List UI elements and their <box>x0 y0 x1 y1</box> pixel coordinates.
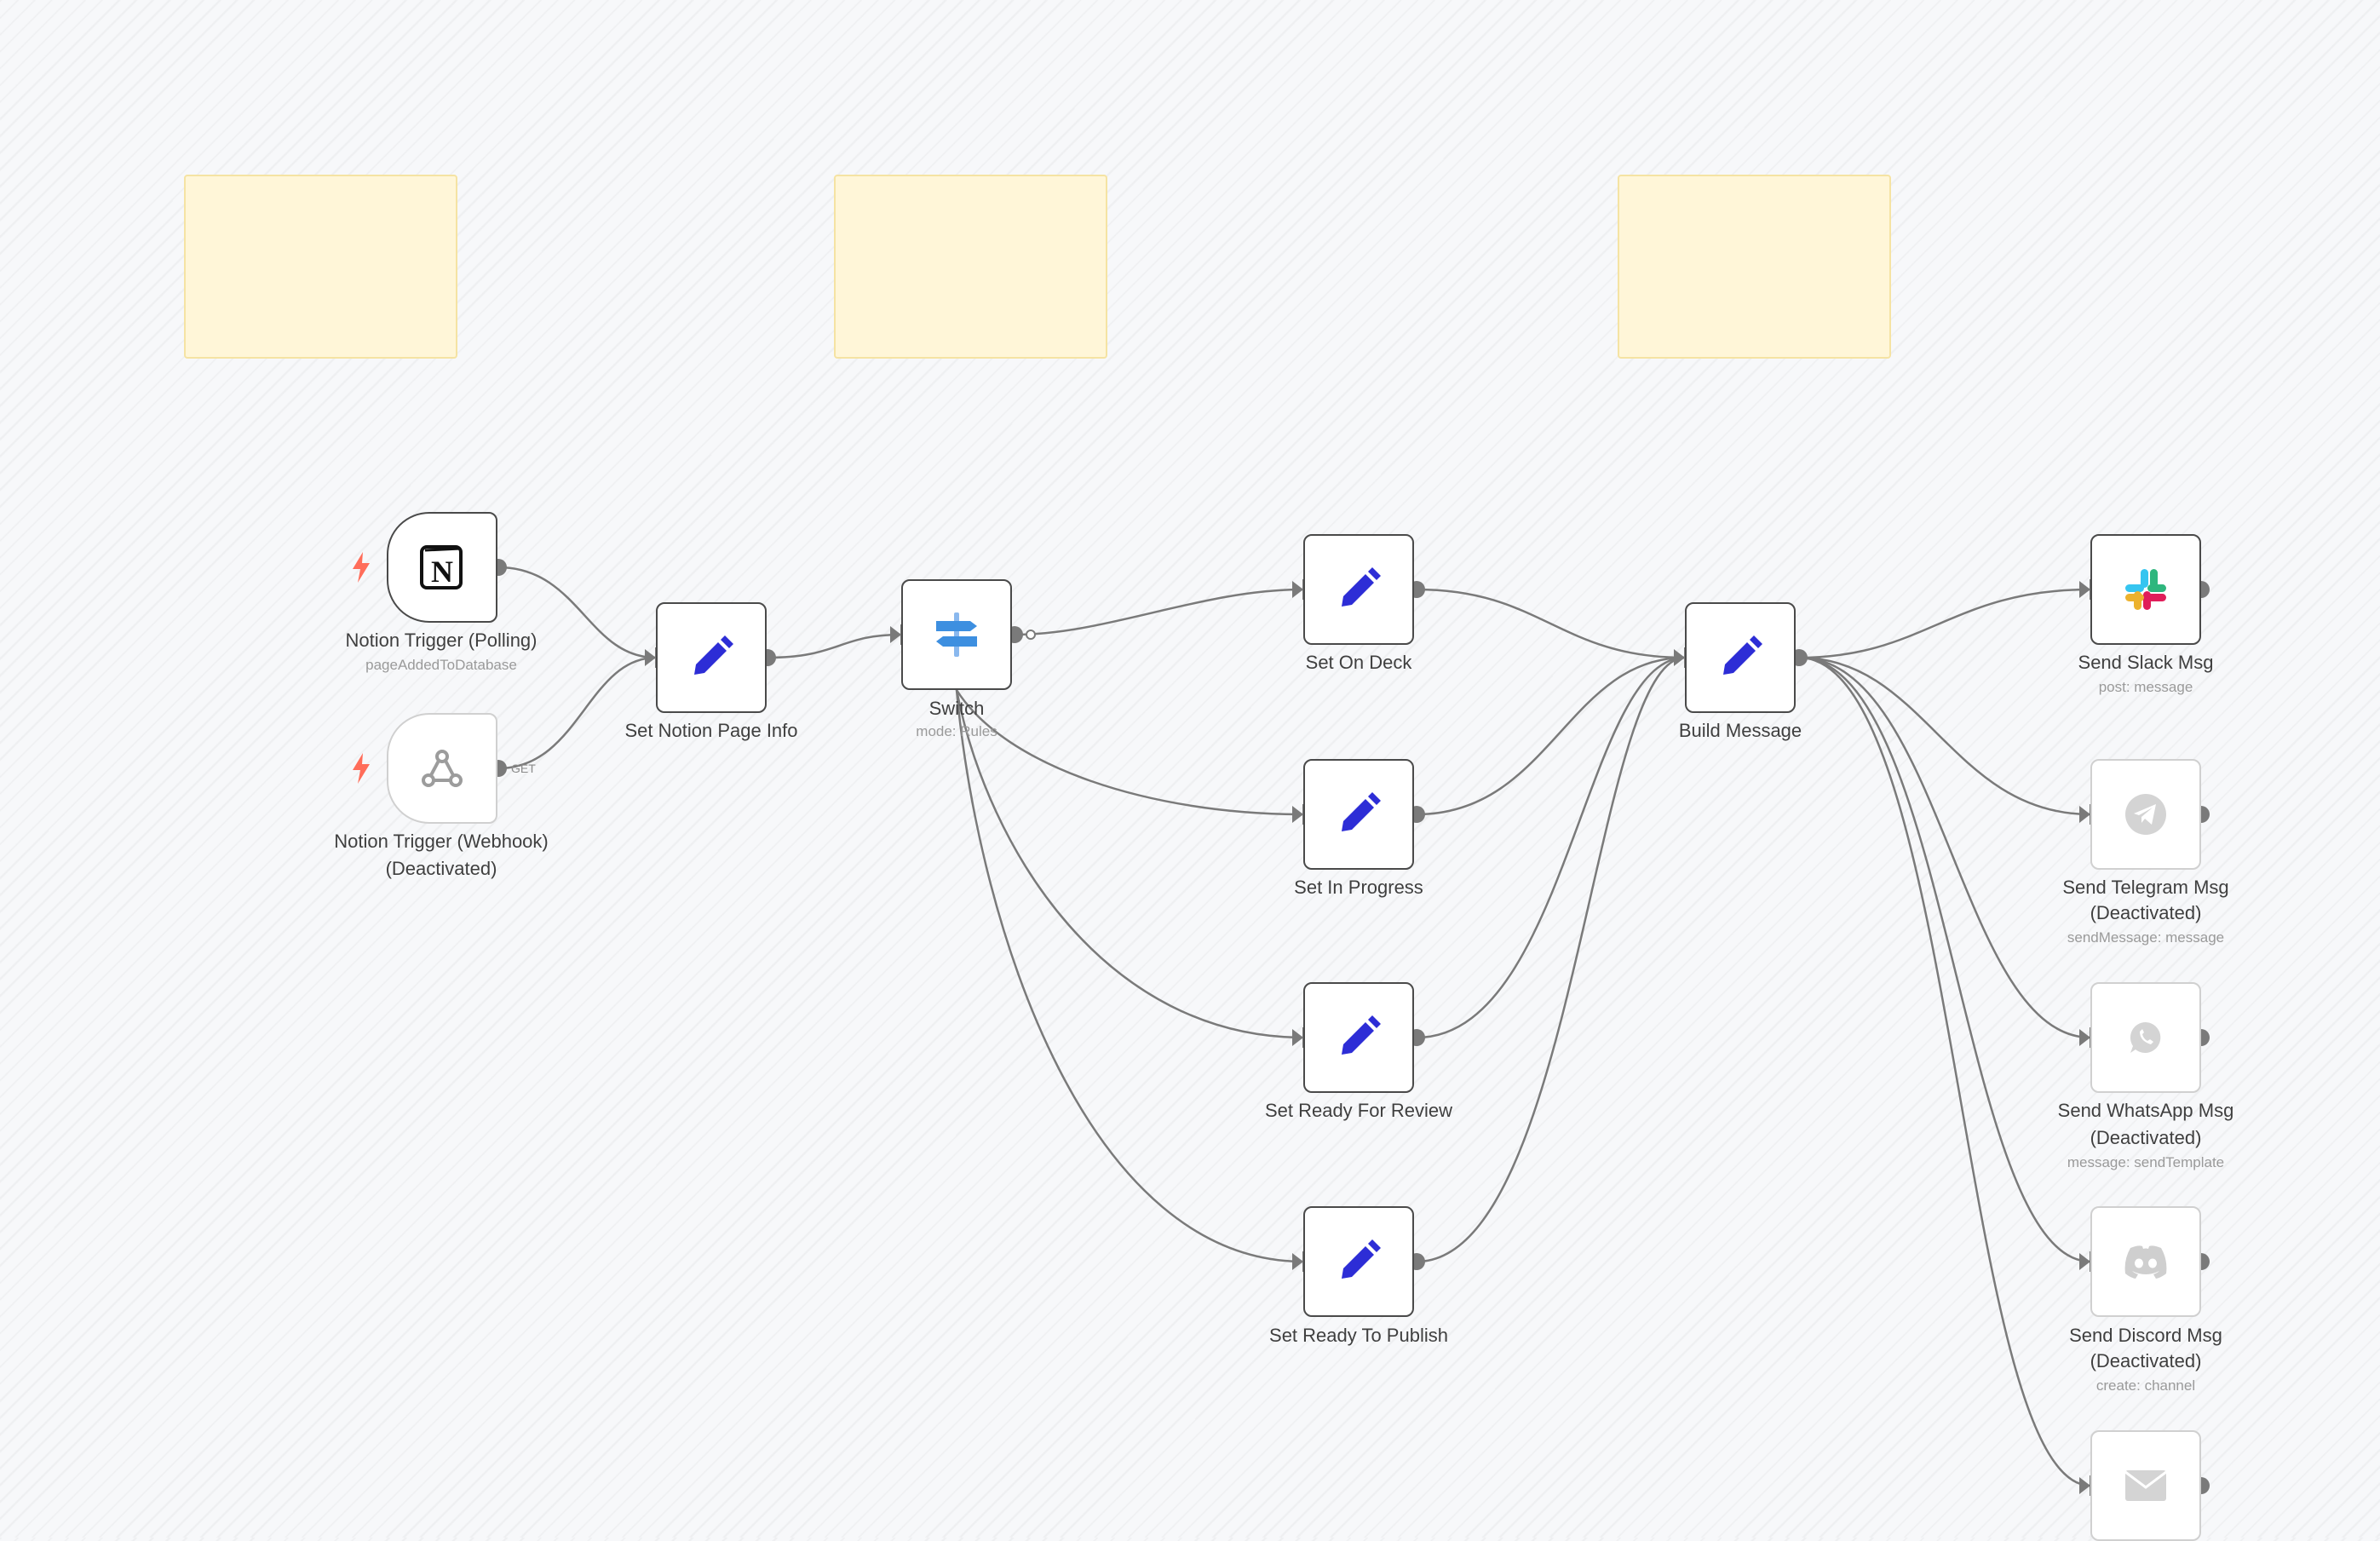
sticky-note[interactable] <box>834 175 1107 359</box>
node-label: Set On Deck <box>1305 652 1412 673</box>
node-subtitle: mode: Rules <box>916 723 997 739</box>
connection-edge[interactable] <box>1798 656 2091 1487</box>
sticky-note[interactable] <box>1618 175 1891 359</box>
node-label: Send Slack Msg <box>2078 652 2214 673</box>
input-handle[interactable] <box>645 649 656 666</box>
node-send-discord-msg[interactable] <box>2090 1206 2201 1317</box>
node-label: Switch <box>928 698 985 719</box>
input-handle[interactable] <box>2079 1253 2090 1270</box>
email-icon <box>2116 1456 2176 1515</box>
pencil-icon <box>681 628 741 687</box>
node-set-in-progress[interactable] <box>1303 759 1414 870</box>
node-switch[interactable] <box>901 579 1012 690</box>
node-label: Send Discord Msg <box>2069 1325 2222 1346</box>
pencil-icon <box>1710 628 1770 687</box>
connection-edge[interactable] <box>497 566 657 659</box>
pencil-icon <box>1329 1232 1388 1291</box>
node-send-telegram-msg[interactable] <box>2090 759 2201 870</box>
connection-edge[interactable] <box>1798 656 2091 1263</box>
webhook-icon <box>412 739 472 798</box>
node-label: (Deactivated) <box>2090 1127 2202 1148</box>
node-label: Set Ready To Publish <box>1269 1325 1448 1346</box>
node-set-ready-to-publish[interactable] <box>1303 1206 1414 1317</box>
connection-edge[interactable] <box>955 689 1304 816</box>
node-set-notion-page-info[interactable] <box>656 602 767 713</box>
sticky-note[interactable] <box>184 175 457 359</box>
trigger-bolt-icon <box>353 552 370 583</box>
telegram-icon <box>2116 785 2176 844</box>
connection-edge[interactable] <box>767 633 902 659</box>
connection-edge[interactable] <box>1798 656 2091 816</box>
node-notion-trigger-webhook[interactable] <box>387 713 497 824</box>
input-handle[interactable] <box>890 626 901 643</box>
slack-icon <box>2116 560 2176 619</box>
node-set-ready-for-review[interactable] <box>1303 982 1414 1093</box>
discord-icon <box>2116 1232 2176 1291</box>
whatsapp-icon <box>2116 1008 2176 1067</box>
node-label: Set In Progress <box>1294 877 1423 898</box>
node-set-on-deck[interactable] <box>1303 534 1414 645</box>
node-subtitle: post: message <box>2098 679 2193 695</box>
node-send-whatsapp-msg[interactable] <box>2090 982 2201 1093</box>
input-handle[interactable] <box>2079 1029 2090 1046</box>
node-subtitle: create: channel <box>2095 1377 2196 1394</box>
connection-edge[interactable] <box>1416 656 1686 816</box>
connection-edge[interactable] <box>1798 588 2091 659</box>
notion-icon: N <box>412 538 472 597</box>
connection-edge[interactable] <box>497 656 657 770</box>
node-send-slack-msg[interactable] <box>2090 534 2201 645</box>
node-send-email[interactable] <box>2090 1430 2201 1541</box>
connection-edge[interactable] <box>1416 588 1686 659</box>
switch-branch-handle[interactable] <box>1026 630 1036 640</box>
connection-edge[interactable] <box>1416 656 1686 1263</box>
connection-edge[interactable] <box>1798 656 2091 1039</box>
node-label: Send WhatsApp Msg <box>2057 1100 2234 1121</box>
node-label: Send Telegram Msg <box>2062 877 2229 898</box>
node-notion-trigger-polling[interactable]: N <box>387 512 497 623</box>
input-handle[interactable] <box>2079 1477 2090 1494</box>
http-method-tag: GET <box>511 762 536 775</box>
node-label: Build Message <box>1678 720 1802 741</box>
node-subtitle: pageAddedToDatabase <box>365 657 517 673</box>
pencil-icon <box>1329 785 1388 844</box>
connection-edge[interactable] <box>1014 588 1304 636</box>
pencil-icon <box>1329 560 1388 619</box>
trigger-bolt-icon <box>353 753 370 784</box>
input-handle[interactable] <box>1292 806 1303 823</box>
connection-edge[interactable] <box>1416 656 1686 1039</box>
node-build-message[interactable] <box>1685 602 1796 713</box>
pencil-icon <box>1329 1008 1388 1067</box>
node-label: (Deactivated) <box>385 858 497 879</box>
input-handle[interactable] <box>1292 1253 1303 1270</box>
input-handle[interactable] <box>2079 806 2090 823</box>
connection-edge[interactable] <box>955 689 1304 1039</box>
input-handle[interactable] <box>1674 649 1685 666</box>
connection-edge[interactable] <box>955 689 1304 1263</box>
switch-signpost-icon <box>927 605 986 664</box>
input-handle[interactable] <box>1292 581 1303 598</box>
node-label: Set Notion Page Info <box>624 720 798 741</box>
node-subtitle: sendMessage: message <box>2067 929 2225 946</box>
node-label: Notion Trigger (Webhook) <box>334 831 549 852</box>
node-label: (Deactivated) <box>2090 902 2202 923</box>
node-label: Set Ready For Review <box>1264 1100 1453 1121</box>
input-handle[interactable] <box>1292 1029 1303 1046</box>
node-subtitle: message: sendTemplate <box>2067 1154 2225 1170</box>
node-label: (Deactivated) <box>2090 1350 2202 1371</box>
node-label: Notion Trigger (Polling) <box>345 630 538 651</box>
svg-text:N: N <box>431 555 453 589</box>
input-handle[interactable] <box>2079 581 2090 598</box>
